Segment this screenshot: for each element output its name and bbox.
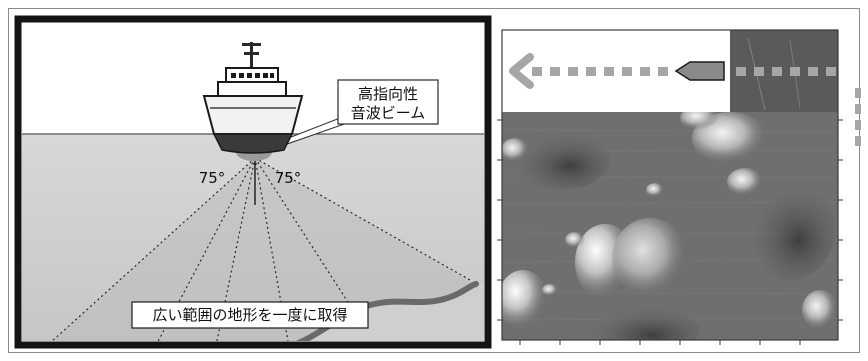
map-ticks xyxy=(497,119,843,345)
schematic-border xyxy=(14,15,492,349)
seafloor-depression xyxy=(745,180,835,280)
seamount xyxy=(542,284,558,296)
seamount xyxy=(502,138,529,162)
seamount xyxy=(565,232,585,248)
caption-text: 広い範囲の地形を一度に取得 xyxy=(152,306,347,324)
left-arrow-icon xyxy=(509,53,534,89)
seabed-profile xyxy=(295,281,479,341)
seamount xyxy=(646,183,664,197)
seamount xyxy=(727,168,763,196)
callout-text-line2: 音波ビーム xyxy=(351,104,426,122)
ship-marker xyxy=(674,61,725,81)
angle-label-right: 75° xyxy=(275,169,302,187)
seamount xyxy=(612,218,688,298)
map-frame xyxy=(501,29,839,341)
ship-track xyxy=(532,67,836,76)
map-upper-right-patch xyxy=(730,30,838,112)
callout-box xyxy=(337,79,439,125)
seamount xyxy=(802,290,838,330)
callout-text-line1: 高指向性 xyxy=(358,85,418,103)
turning-track xyxy=(855,88,861,146)
figure-frame xyxy=(8,8,860,353)
sonar-beam-fan xyxy=(52,158,482,341)
ship-icon xyxy=(202,42,304,154)
seamount xyxy=(502,270,548,330)
seafloor-depression xyxy=(580,305,700,340)
seafloor-depression xyxy=(510,130,610,190)
angle-label-left: 75° xyxy=(199,169,226,187)
caption-box xyxy=(131,301,369,329)
